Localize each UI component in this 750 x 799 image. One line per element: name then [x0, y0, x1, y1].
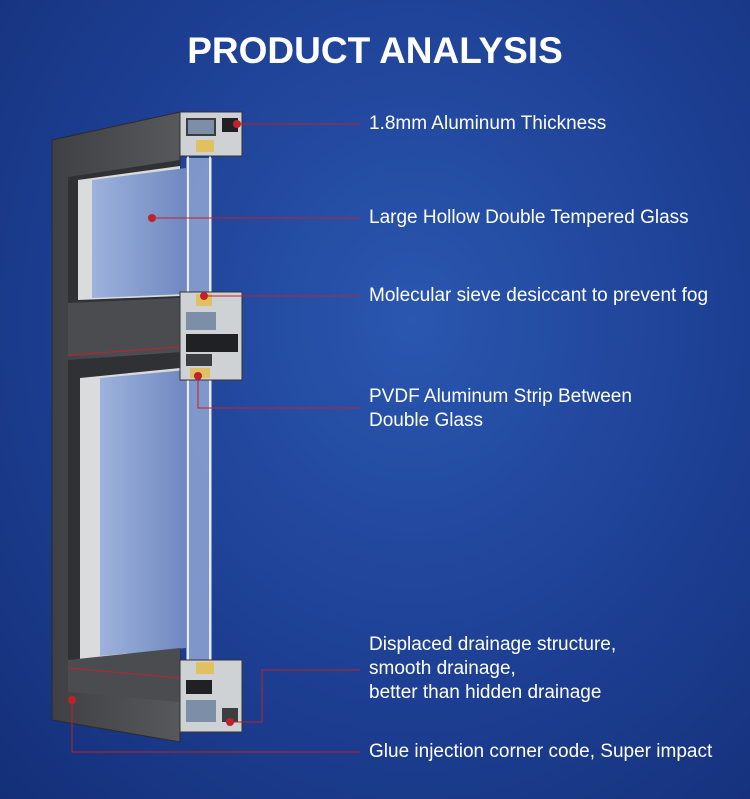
label-drain-line3: better than hidden drainage [369, 682, 602, 703]
leader-lines [71, 123, 360, 753]
middle-rail [68, 298, 180, 356]
label-pvdf-line2: Double Glass [369, 410, 484, 431]
lower-glass-pane [100, 370, 186, 656]
label-sieve: Molecular sieve desiccant to prevent fog [369, 285, 709, 306]
label-glue: Glue injection corner code, Super impact [369, 741, 713, 762]
top-profile-section [179, 111, 243, 157]
lower-rail [68, 648, 180, 702]
label-drain-line1: Displaced drainage structure, [369, 634, 617, 655]
label-pvdf-line1: PVDF Aluminum Strip Between [369, 386, 632, 407]
label-drain-line2: smooth drainage, [369, 658, 516, 679]
label-thickness: 1.8mm Aluminum Thickness [369, 113, 607, 134]
page-title: PRODUCT ANALYSIS [187, 30, 563, 71]
leader-dots [68, 120, 241, 726]
middle-profile-section [179, 291, 243, 381]
lower-rail-red [67, 667, 181, 679]
label-glass: Large Hollow Double Tempered Glass [369, 207, 689, 228]
lower-glass-right [186, 372, 212, 660]
upper-glass-pane [92, 168, 186, 298]
middle-rail-red [67, 346, 181, 356]
upper-glass-right [186, 158, 212, 298]
